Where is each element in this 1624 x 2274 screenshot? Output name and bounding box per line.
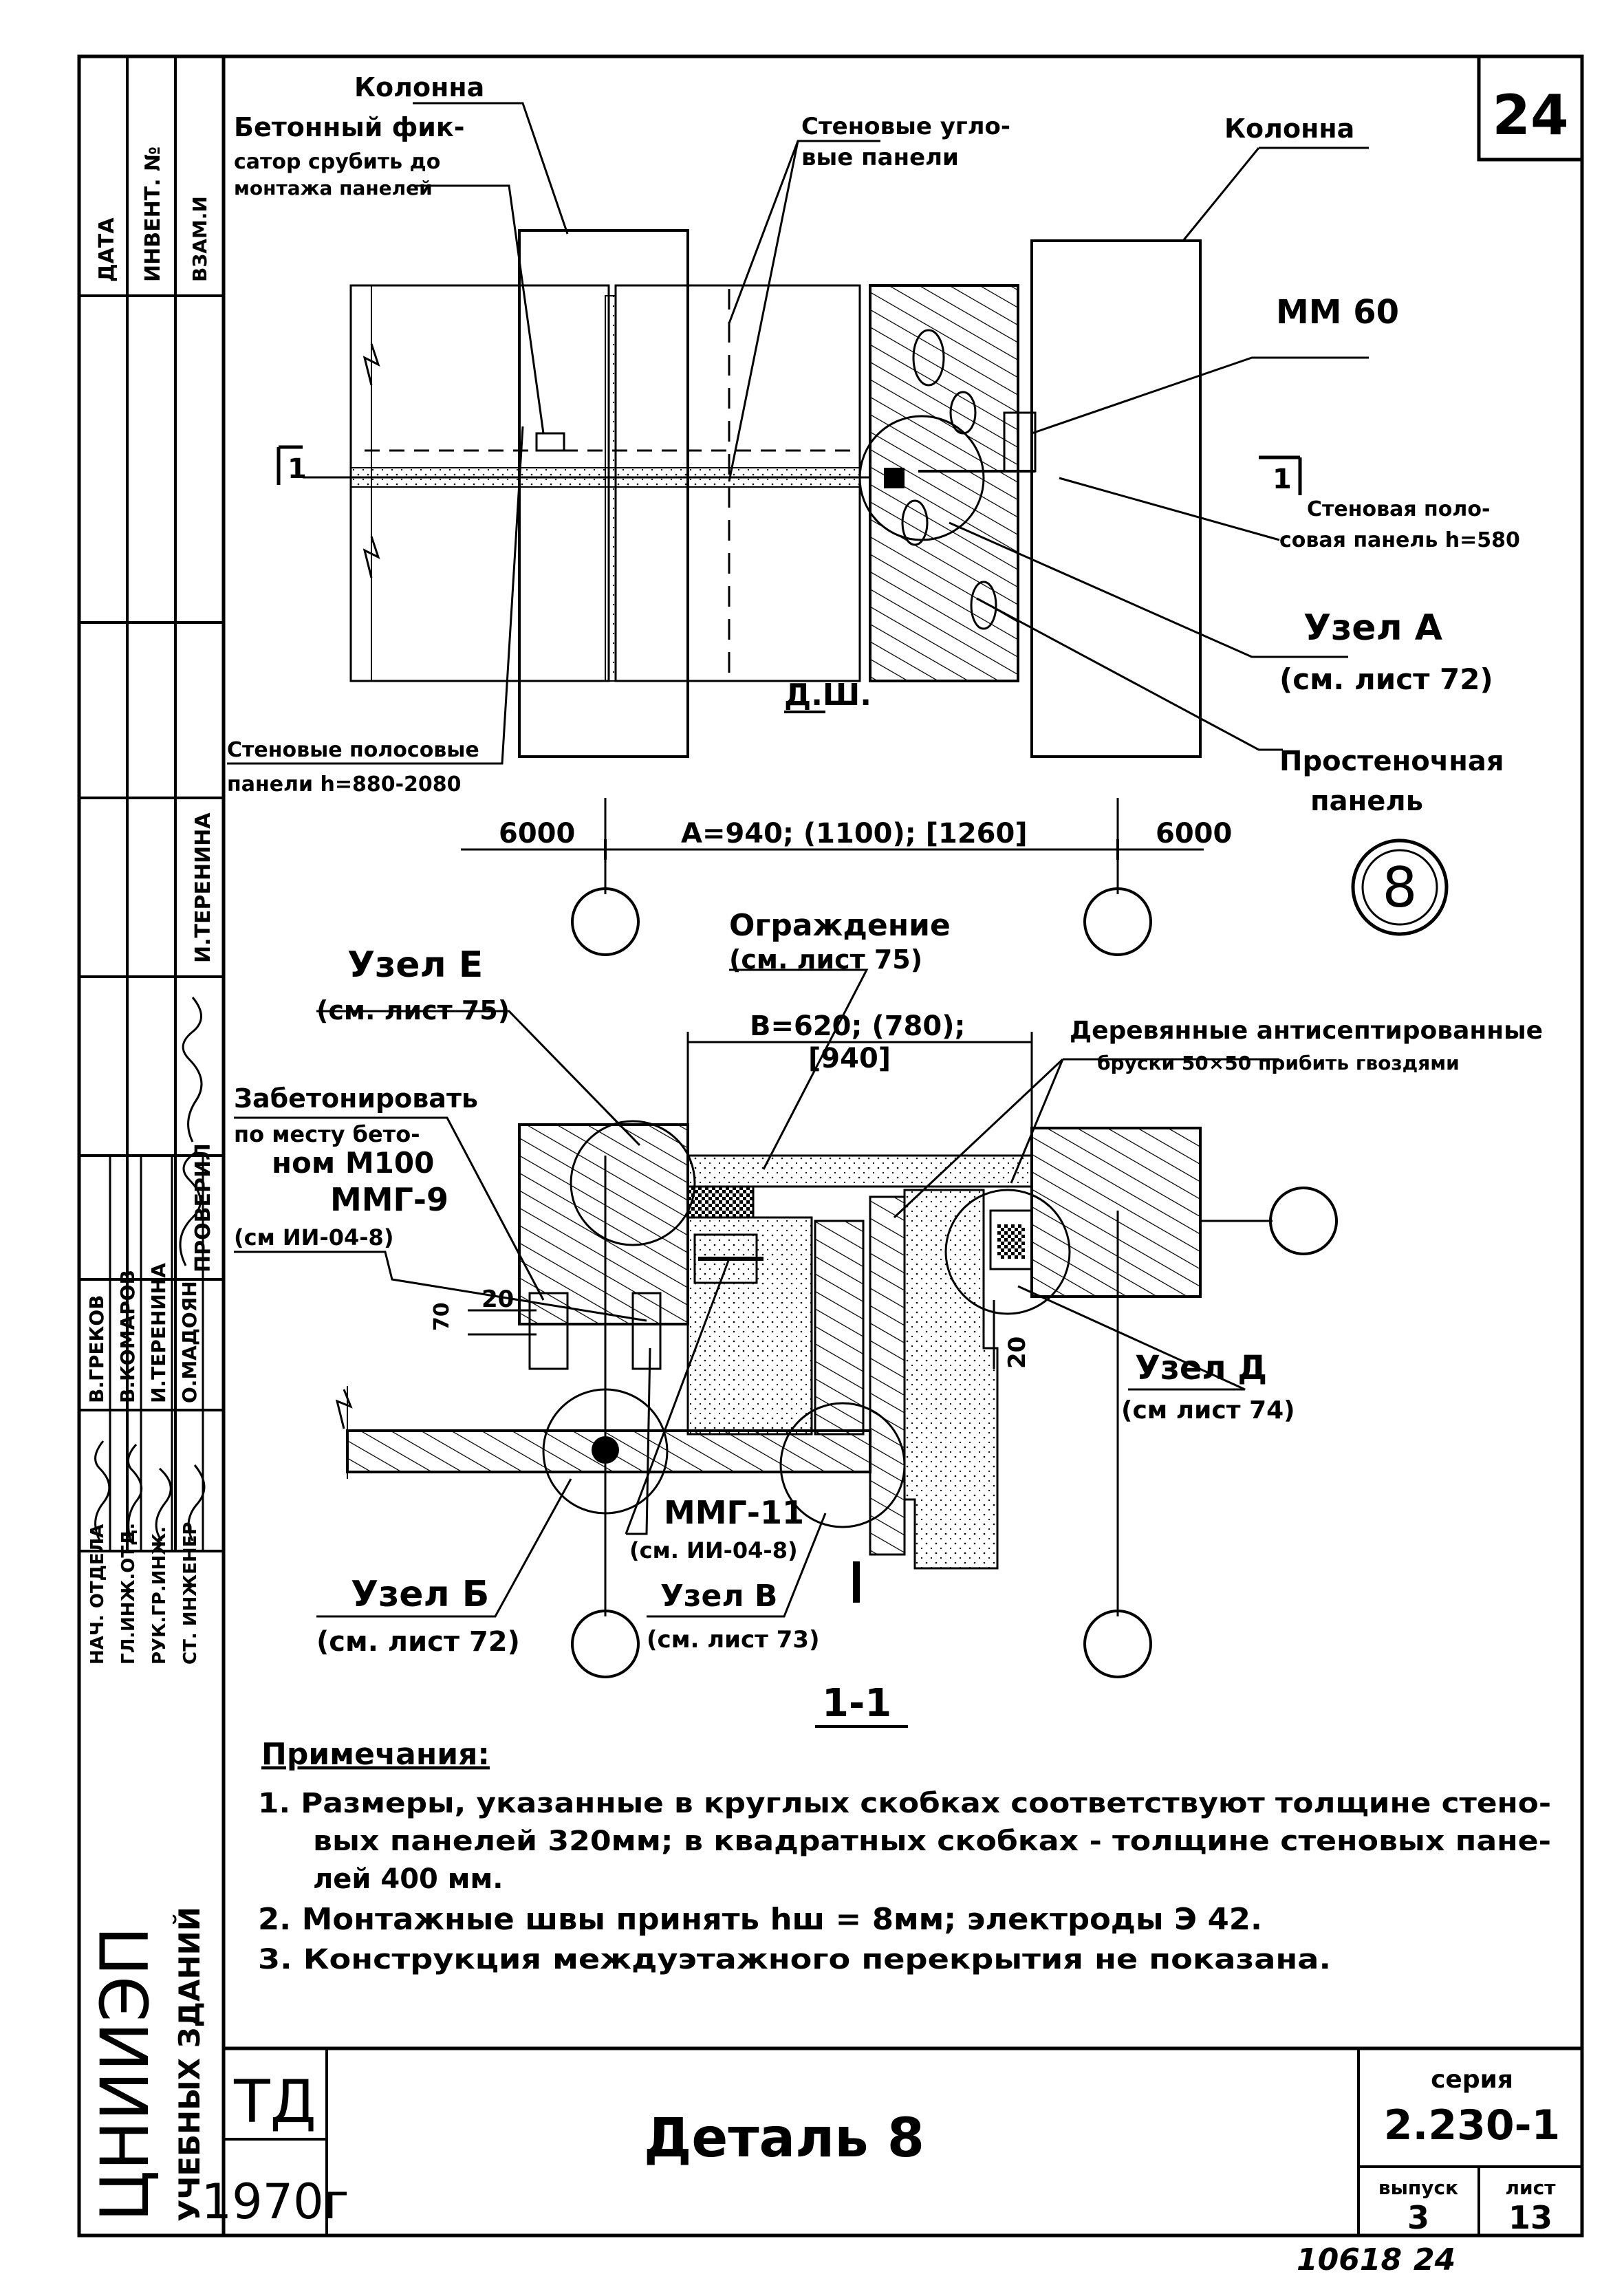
cut-mark-left: 1 [288, 453, 307, 485]
label-wooden-bars-2: бруски 50×50 прибить гвоздями [1097, 1052, 1460, 1074]
label-node-v: Узел В [660, 1579, 777, 1614]
org-subtitle: УЧЕБНЫХ ЗДАНИЙ [172, 1907, 206, 2222]
label-node-e: Узел Е [347, 944, 483, 986]
note-line-1: 1. Размеры, указанные в круглых скобках … [258, 1788, 1551, 1819]
label-fence-ref: (см. лист 75) [729, 944, 922, 975]
dimension-20-right: 20 [1004, 1336, 1031, 1369]
cut-mark-right: 1 [1273, 464, 1292, 495]
stamp-person-2: В.КОМАРОВ [116, 1270, 139, 1403]
top-plan-drawing [227, 102, 1369, 956]
label-concrete-3: ном М100 [272, 1146, 434, 1180]
stamp-checker-signature [182, 997, 203, 1143]
dimension-left: 6000 [499, 818, 575, 849]
label-wall-panels-1: Стеновые полосовые [227, 738, 479, 762]
title-block-td: ТД [233, 2068, 316, 2136]
label-wooden-bars-1: Деревянные антисептированные [1070, 1017, 1543, 1045]
label-mmg11-ref: (см. ИИ-04-8) [629, 1537, 798, 1563]
sheet-number: 24 [1492, 83, 1568, 147]
footer-stamp-number: 10618 [1297, 2242, 1402, 2274]
label-strip-panel-2: совая панель h=580 [1279, 528, 1520, 552]
title-block-frame [224, 2048, 1582, 2235]
stamp-header-date: ДАТА [95, 217, 119, 282]
section-mark: 1-1 [822, 1681, 891, 1726]
label-mmg11: ММГ-11 [664, 1494, 804, 1531]
sheet-value: 13 [1508, 2199, 1552, 2236]
drawing-title: Деталь 8 [644, 2108, 924, 2169]
stamp-role-1: НАЧ. ОТДЕЛА [87, 1524, 108, 1665]
label-corner-panels-1: Стеновые угло- [801, 113, 1010, 140]
stamp-checker-name: И.ТЕРЕНИНА [191, 812, 215, 963]
label-fixator-3: монтажа панелей [234, 177, 433, 199]
stamp-person-4: О.МАДОЯН [178, 1281, 201, 1403]
detail-number: 8 [1383, 856, 1418, 920]
stamp-person-3: И.ТЕРЕНИНА [147, 1263, 170, 1403]
stamp-role-4: СТ. ИНЖЕНЕР [180, 1522, 201, 1665]
stamp-signatures [94, 1440, 206, 1541]
title-block-year: 1970г [202, 2174, 349, 2230]
issue-value: 3 [1407, 2199, 1429, 2236]
detail-number-badge [1351, 838, 1449, 936]
issue-label: выпуск [1378, 2176, 1458, 2199]
label-b-dimension-2: [940] [808, 1043, 891, 1074]
note-line-5: 3. Конструкция междуэтажного перекрытия … [258, 1944, 1331, 1975]
series-value: 2.230-1 [1384, 2101, 1560, 2150]
stamp-check-signature [179, 1151, 202, 1266]
dimension-right: 6000 [1156, 818, 1232, 849]
stamp-check-label: ПРОВЕРИЛ [191, 1143, 215, 1273]
label-fence: Ограждение [729, 908, 951, 943]
label-node-a-ref: (см. лист 72) [1279, 662, 1493, 696]
stamp-header-replace: ВЗАМ.И [188, 196, 211, 282]
note-line-3: лей 400 мм. [313, 1863, 503, 1895]
label-column-right: Колонна [1224, 113, 1354, 144]
label-fixator-1: Бетонный фик- [234, 112, 465, 142]
label-node-v-ref: (см. лист 73) [647, 1626, 820, 1654]
stamp-person-1: В.ГРЕКОВ [85, 1295, 108, 1404]
label-concrete-2: по месту бето- [234, 1121, 420, 1147]
dimension-70: 70 [430, 1302, 454, 1331]
label-wall-panels-2: панели h=880-2080 [227, 772, 462, 797]
dimension-20: 20 [481, 1286, 514, 1313]
label-node-d-ref: (см лист 74) [1121, 1396, 1295, 1425]
note-line-4: 2. Монтажные швы принять hш = 8мм; элект… [258, 1902, 1262, 1937]
stamp-header-inventory: ИНВЕНТ. № [141, 147, 165, 282]
label-concrete-1: Забетонировать [234, 1083, 478, 1114]
sheet-label: лист [1506, 2176, 1557, 2199]
label-node-b-ref: (см. лист 72) [316, 1626, 520, 1658]
label-node-e-ref: (см. лист 75) [316, 995, 510, 1026]
label-dsh: Д.Ш. [784, 678, 871, 713]
label-node-a: Узел А [1303, 607, 1442, 649]
side-stamp [79, 56, 224, 1552]
footer-page: 24 [1414, 2242, 1455, 2274]
section-drawing [234, 968, 1338, 1728]
label-fixator-2: сатор срубить до [234, 150, 440, 174]
dimension-middle: А=940; (1100); [1260] [681, 818, 1028, 849]
label-strip-panel-1: Стеновая поло- [1307, 497, 1490, 521]
notes-title: Примечания: [261, 1737, 490, 1772]
label-mm60: ММ 60 [1276, 293, 1399, 332]
stamp-role-3: РУК.ГР.ИНЖ. [149, 1526, 170, 1665]
stamp-role-2: ГЛ.ИНЖ.ОТД. [118, 1523, 139, 1665]
label-column-left: Колонна [354, 72, 484, 102]
series-label: серия [1431, 2066, 1513, 2094]
note-line-2: вых панелей 320мм; в квадратных скобках … [313, 1826, 1551, 1857]
label-b-dimension-1: В=620; (780); [750, 1010, 965, 1042]
label-pier-panel-1: Простеночная [1279, 746, 1504, 777]
label-node-d: Узел Д [1135, 1349, 1267, 1387]
label-mmg9-ref: (см ИИ-04-8) [234, 1224, 393, 1250]
label-corner-panels-2: вые панели [801, 144, 959, 171]
label-mmg9: ММГ-9 [330, 1181, 448, 1218]
sheet-frame [77, 54, 1584, 2238]
org-name: ЦНИИЭП [87, 1926, 164, 2222]
label-node-b: Узел Б [351, 1574, 489, 1615]
label-pier-panel-2: панель [1310, 786, 1423, 817]
